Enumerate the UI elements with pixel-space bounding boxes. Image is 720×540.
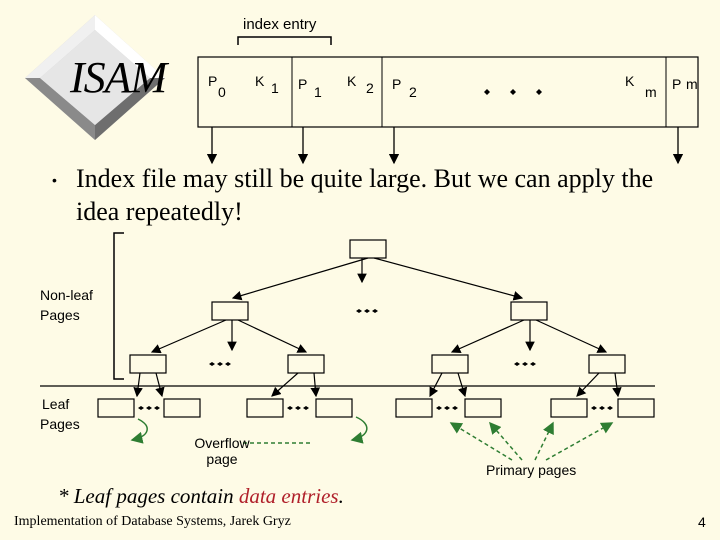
index-p0-sub: 0 (218, 84, 226, 100)
index-p1: P (298, 76, 308, 92)
overflow-curve-right (350, 416, 368, 444)
leaf-pages (97, 398, 655, 418)
level3-ellipsis (209, 362, 536, 366)
index-row-ellipsis (484, 89, 542, 95)
page-number: 4 (698, 514, 706, 530)
overflow-label-line2: page (206, 451, 238, 467)
isam-logo-diamond (25, 15, 165, 140)
isam-logo-text: ISAM (70, 53, 167, 102)
primary-pages-arrows (449, 421, 614, 461)
leaf-label-line1: Leaf (42, 396, 70, 412)
index-entry-bracket (237, 36, 332, 45)
level3-node-2 (287, 354, 325, 374)
index-p2: P (392, 76, 402, 92)
footer-text: Implementation of Database Systems, Jare… (14, 514, 291, 529)
main-text: Index file may still be quite large. But… (76, 164, 654, 226)
index-p0: P (208, 73, 218, 89)
index-p1-sub: 1 (314, 84, 322, 100)
footnote-prefix: * Leaf pages contain (58, 484, 239, 508)
non-leaf-bracket (113, 232, 124, 380)
root-node (349, 239, 387, 259)
level2-node-right (510, 301, 548, 321)
index-km-sub: m (645, 84, 657, 100)
index-k2: K (347, 73, 357, 89)
overflow-curve-left (130, 418, 148, 444)
level2-ellipsis (356, 309, 378, 313)
level3-node-1 (129, 354, 167, 374)
index-row-box (197, 56, 699, 128)
leaf-label-line2: Pages (40, 416, 80, 432)
bullet: • (52, 172, 57, 188)
index-pm: P (672, 76, 682, 92)
non-leaf-label: Non-leaf Pages (40, 285, 93, 325)
index-k1: K (255, 73, 265, 89)
leaf-label: Leaf Pages (40, 394, 80, 434)
footnote-suffix: . (338, 484, 344, 508)
index-km: K (625, 73, 635, 89)
overflow-label-line1: Overflow (194, 435, 250, 451)
footnote-highlight: data entries (238, 484, 339, 508)
non-leaf-label-line1: Non-leaf (40, 287, 93, 303)
primary-pages-label: Primary pages (486, 462, 577, 478)
index-pm-sub: m (686, 76, 698, 92)
level2-node-left (211, 301, 249, 321)
level3-node-3 (431, 354, 469, 374)
footnote: * Leaf pages contain data entries. (58, 484, 344, 509)
overflow-label: Overflow page (192, 435, 252, 467)
leaf-ellipsis (138, 406, 613, 410)
index-p2-sub: 2 (409, 84, 417, 100)
level3-node-4 (588, 354, 626, 374)
index-entry-label: index entry (243, 16, 317, 33)
index-k1-sub: 1 (271, 80, 279, 96)
index-k2-sub: 2 (366, 80, 374, 96)
non-leaf-label-line2: Pages (40, 307, 80, 323)
